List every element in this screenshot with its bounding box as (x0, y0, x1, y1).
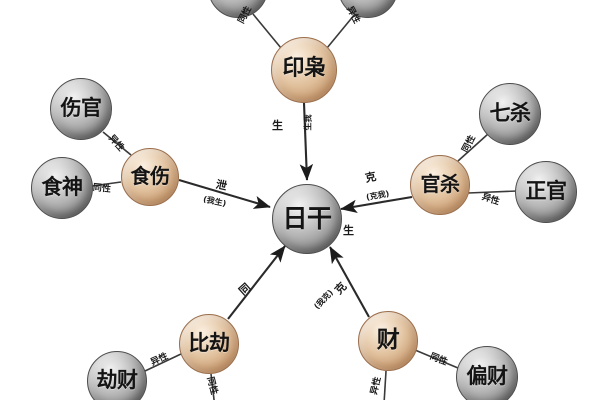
node-label: 伤官 (60, 95, 103, 120)
node-label: 日干 (282, 203, 332, 233)
node-cai[interactable]: 财 (358, 311, 418, 371)
edge-label-shishang-relation: 泄 (214, 177, 229, 193)
node-guansha[interactable]: 官杀 (410, 155, 470, 215)
node-label: 正官 (525, 178, 568, 203)
edge-label-guansha-diff-gender: 异性 (480, 192, 501, 208)
edge-label-cai-relation-sub: (我克) (312, 287, 335, 312)
edge-label-guansha-relation-sub: (克我) (365, 189, 390, 202)
node-shangguan[interactable]: 伤官 (50, 78, 112, 140)
node-label: 食伤 (130, 164, 171, 188)
edge-label-shishang-relation-sub: (我生) (202, 194, 227, 209)
node-center-rigan[interactable]: 日干 (272, 184, 342, 254)
node-label: 偏财 (466, 363, 509, 388)
edge-label-cai-relation: 克 (332, 279, 350, 297)
node-label: 比劫 (188, 330, 231, 355)
edge-label-bijie-diff-gender: 异性 (149, 351, 170, 369)
node-yinxiao[interactable]: 印枭 (271, 37, 337, 103)
edge-label-shishang-diff-gender: 异性 (106, 133, 126, 154)
node-label: 食神 (41, 174, 84, 199)
node-piancai[interactable]: 偏财 (456, 346, 518, 400)
edge-label-yin-relation-sub: 生我 (303, 114, 313, 131)
node-shishang[interactable]: 食伤 (121, 148, 179, 206)
node-label: 财 (376, 326, 400, 353)
edge-label-guansha-relation: 克 (363, 169, 378, 185)
edge-label-bijie-relation: 同 (236, 280, 254, 298)
node-jiecai[interactable]: 劫财 (87, 351, 147, 400)
node-label: 七杀 (489, 100, 532, 125)
node-zhengguan[interactable]: 正官 (515, 161, 577, 223)
edge-label-guansha-same-gender: 同性 (460, 133, 478, 155)
edge-label-yin-relation: 生 (272, 119, 283, 132)
edge-label-shishang-same-gender: 同性 (92, 183, 112, 195)
edge-label-bijie-same-gender: 同性 (204, 375, 219, 396)
node-qisha[interactable]: 七杀 (479, 83, 541, 145)
node-label: 官杀 (420, 172, 461, 196)
edge-label-cai-diff-gender: 异性 (369, 375, 384, 396)
node-shishen[interactable]: 食神 (31, 157, 93, 219)
edge-label-guansha-extra: 生 (343, 224, 354, 237)
node-yin-diff[interactable] (338, 0, 398, 18)
node-bijie[interactable]: 比劫 (179, 314, 239, 374)
edge-label-cai-same-gender: 同性 (428, 351, 449, 368)
node-yin-same[interactable] (208, 0, 268, 18)
node-label: 印枭 (282, 56, 326, 81)
node-label: 劫财 (96, 367, 139, 392)
